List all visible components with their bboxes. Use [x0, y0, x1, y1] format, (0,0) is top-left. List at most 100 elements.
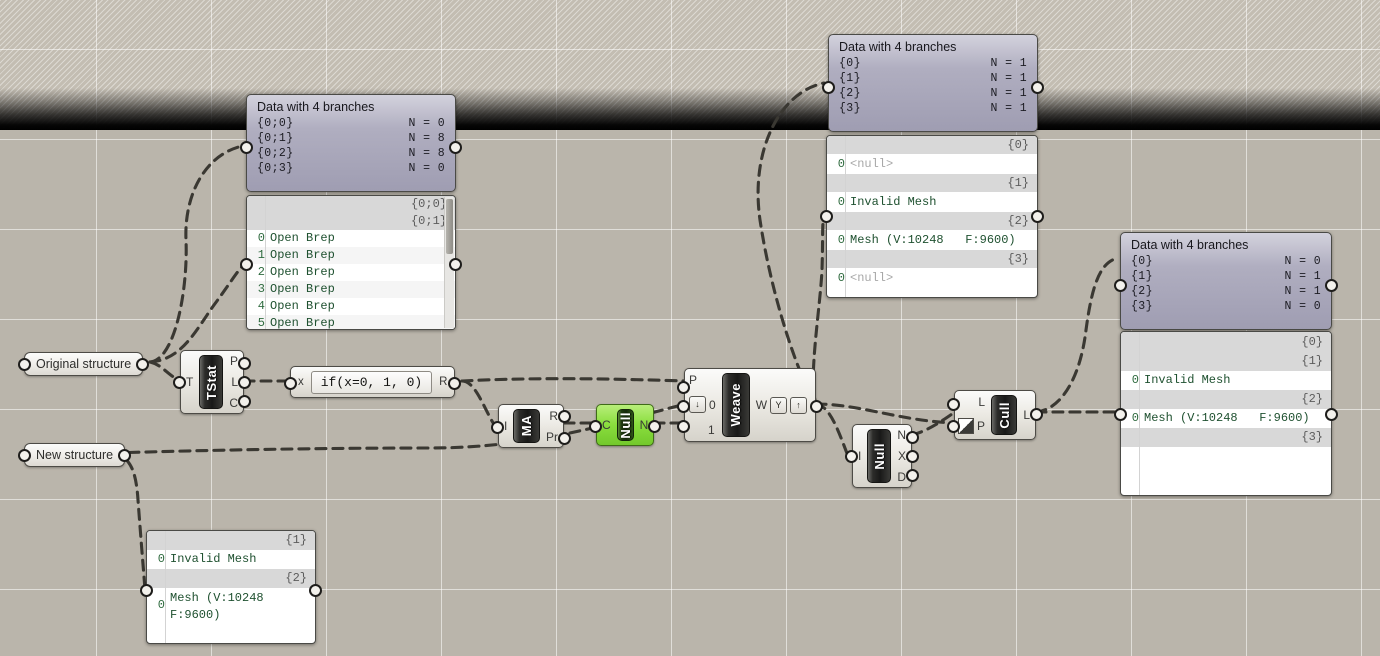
output-nub[interactable]	[136, 357, 150, 371]
branch-path: {3}	[1007, 252, 1029, 266]
output-nub-P[interactable]	[238, 357, 251, 370]
port-nullgreen-N[interactable]: N	[639, 418, 649, 432]
panel-tree-right-input-nub[interactable]	[1114, 279, 1127, 292]
input-nub-I[interactable]	[491, 421, 504, 434]
output-nub-L[interactable]	[238, 376, 251, 389]
panel-list-left[interactable]: {0;0} {0;1} 0 Open Brep 1 Open Brep 2 Op…	[246, 195, 456, 330]
item-value: Mesh (V:10248 F:9600)	[170, 591, 264, 622]
output-nub-N[interactable]	[906, 431, 919, 444]
port-weave-W[interactable]: W	[755, 398, 768, 412]
port-tstat-T[interactable]: T	[186, 375, 194, 389]
panel-list-right-inner[interactable]: {0} {1} 0 Invalid Mesh {2} 0 Mesh (V:102…	[1121, 332, 1331, 495]
input-nub-P[interactable]	[947, 420, 960, 433]
panel-list-bottom-input-nub[interactable]	[140, 584, 153, 597]
simplify-up-icon[interactable]: ↑	[790, 396, 808, 414]
panel-tree-top[interactable]: Data with 4 branches {0} N = 1 {1} N = 1…	[828, 34, 1038, 132]
port-nullgray-I[interactable]: I	[858, 449, 862, 463]
output-nub-L[interactable]	[1030, 408, 1043, 421]
input-nub-0[interactable]	[677, 400, 690, 413]
output-nub-D[interactable]	[906, 469, 919, 482]
panel-tree-right-output-nub[interactable]	[1325, 279, 1338, 292]
input-nub-T[interactable]	[173, 376, 186, 389]
port-tstat-L[interactable]: L	[231, 374, 238, 389]
panel-list-left-output-nub[interactable]	[449, 258, 462, 271]
output-nub-C[interactable]	[238, 395, 251, 408]
node-mass-addition-body[interactable]: I MA R Pr	[498, 404, 564, 448]
port-expression-x[interactable]: x	[298, 376, 304, 388]
graft-icon[interactable]: Y	[770, 396, 788, 414]
port-cull-L[interactable]: L	[978, 395, 986, 409]
input-nub-I[interactable]	[845, 450, 858, 463]
node-null-green-body[interactable]: C Null N	[596, 404, 654, 446]
port-ma-Pr[interactable]: Pr	[546, 429, 558, 444]
node-mass-addition[interactable]: I MA R Pr	[491, 404, 571, 448]
port-ma-I[interactable]: I	[504, 419, 508, 433]
port-nullgray-N[interactable]: N	[897, 428, 906, 443]
port-nullgray-X[interactable]: X	[897, 448, 906, 463]
panel-list-right-output-nub[interactable]	[1325, 408, 1338, 421]
port-weave-0[interactable]: ↓ 0	[689, 396, 716, 414]
panel-tree-top-output-nub[interactable]	[1031, 81, 1044, 94]
node-null-gray[interactable]: I Null N X D	[845, 424, 919, 488]
node-cull[interactable]: L P Cull L	[947, 390, 1043, 440]
port-ma-R[interactable]: R	[549, 408, 558, 423]
panel-list-left-inner[interactable]: {0;0} {0;1} 0 Open Brep 1 Open Brep 2 Op…	[247, 196, 455, 329]
input-nub-L[interactable]	[947, 398, 960, 411]
panel-list-top-inner[interactable]: {0} 0 <null> {1} 0 Invalid Mesh {2} 0 Me…	[827, 136, 1037, 297]
output-nub[interactable]	[118, 448, 132, 462]
expression-field[interactable]: if(x=0, 1, 0)	[310, 370, 433, 394]
panel-tree-left-output-nub[interactable]	[449, 141, 462, 154]
port-cull-P[interactable]: P	[958, 418, 985, 434]
panel-tree-top-input-nub[interactable]	[822, 81, 835, 94]
down-arrow-icon[interactable]: ↓	[689, 396, 706, 414]
panel-list-top-input-nub[interactable]	[820, 210, 833, 223]
panel-list-bottom-inner[interactable]: {1} 0 Invalid Mesh {2} 0 Mesh (V:10248 F…	[147, 531, 315, 643]
port-tstat-C[interactable]: C	[229, 395, 238, 410]
panel-list-top-output-nub[interactable]	[1031, 210, 1044, 223]
output-nub-R[interactable]	[558, 410, 571, 423]
input-nub-x[interactable]	[284, 377, 297, 390]
branch-path: {2}	[839, 87, 861, 100]
port-tstat-P[interactable]: P	[229, 354, 238, 369]
input-nub-1[interactable]	[677, 420, 690, 433]
panel-tree-left-input-nub[interactable]	[240, 141, 253, 154]
output-nub-W[interactable]	[810, 400, 823, 413]
output-nub-Pr[interactable]	[558, 432, 571, 445]
list-item: 0 Invalid Mesh	[147, 550, 315, 569]
item-index: 5	[257, 316, 265, 329]
panel-tree-left[interactable]: Data with 4 branches {0;0} N = 0 {0;1} N…	[246, 94, 456, 192]
input-nub[interactable]	[18, 357, 31, 371]
port-weave-P[interactable]: P	[689, 373, 698, 388]
input-nub-P[interactable]	[677, 381, 690, 394]
param-new-structure[interactable]: New structure	[18, 443, 132, 467]
input-nub[interactable]	[18, 448, 31, 462]
pattern-swatch-icon[interactable]	[958, 418, 974, 434]
panel-list-right-input-nub[interactable]	[1114, 408, 1127, 421]
port-expression-R[interactable]: R	[439, 376, 448, 388]
panel-tree-right[interactable]: Data with 4 branches {0} N = 0 {1} N = 1…	[1120, 232, 1332, 330]
panel-list-top[interactable]: {0} 0 <null> {1} 0 Invalid Mesh {2} 0 Me…	[826, 135, 1038, 298]
port-nullgreen-C[interactable]: C	[602, 418, 611, 432]
port-cull-out-L[interactable]: L	[1023, 408, 1030, 422]
node-tstat[interactable]: T TStat P L C	[173, 350, 251, 414]
panel-list-bottom[interactable]: {1} 0 Invalid Mesh {2} 0 Mesh (V:10248 F…	[146, 530, 316, 644]
output-nub-N[interactable]	[648, 420, 661, 433]
port-nullgray-D[interactable]: D	[897, 469, 906, 484]
node-weave-body[interactable]: P ↓ 0 1 Weave W Y ↑	[684, 368, 816, 442]
panel-list-right[interactable]: {0} {1} 0 Invalid Mesh {2} 0 Mesh (V:102…	[1120, 331, 1332, 496]
panel-list-bottom-output-nub[interactable]	[309, 584, 322, 597]
node-null-green[interactable]: C Null N	[589, 404, 661, 446]
node-expression[interactable]: x if(x=0, 1, 0) R	[284, 366, 462, 398]
output-nub-R[interactable]	[448, 377, 462, 390]
node-null-gray-body[interactable]: I Null N X D	[852, 424, 912, 488]
scrollbar-thumb[interactable]	[446, 199, 453, 254]
input-nub-C[interactable]	[589, 420, 602, 433]
panel-list-left-input-nub[interactable]	[240, 258, 253, 271]
output-nub-X[interactable]	[906, 450, 919, 463]
node-tstat-body[interactable]: T TStat P L C	[180, 350, 244, 414]
param-original-structure[interactable]: Original structure	[18, 352, 150, 376]
port-weave-1[interactable]: 1	[708, 422, 715, 437]
node-weave[interactable]: P ↓ 0 1 Weave W Y ↑	[677, 368, 823, 442]
node-cull-body[interactable]: L P Cull L	[954, 390, 1036, 440]
